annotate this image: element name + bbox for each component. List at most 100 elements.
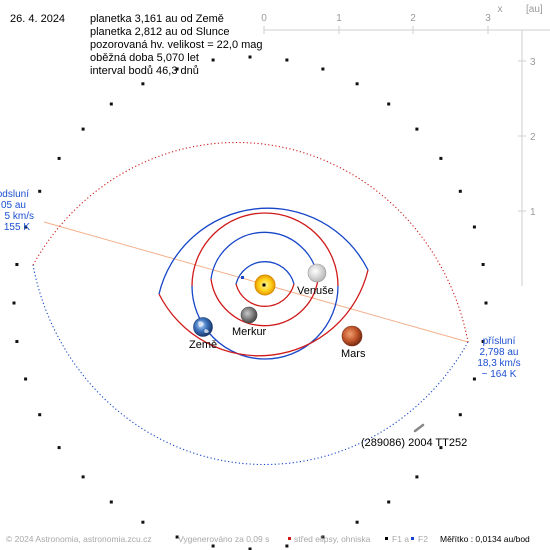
- footer-legend-center: střed elipsy, ohniska: [294, 534, 371, 544]
- y-label-1: 1: [530, 207, 536, 218]
- orbit-position-dot: [248, 547, 252, 550]
- venus-orbit-lower: [210, 278, 319, 327]
- unit-label: [au]: [526, 4, 543, 15]
- info-magnitude: pozorovaná hv. velikost = 22,0 mag: [90, 39, 263, 51]
- orbit-position-dot: [109, 102, 113, 106]
- orbit-position-dot: [211, 58, 215, 62]
- orbit-position-dot: [355, 520, 359, 524]
- footer-generated: Vygenerováno za 0,09 s: [178, 534, 269, 544]
- perihelion-distance: 2,798 au: [480, 347, 519, 358]
- orbit-position-dot: [321, 67, 325, 71]
- orbit-position-dot: [439, 446, 443, 450]
- x-label-2: 2: [410, 13, 416, 24]
- footer-copyright: © 2024 Astronomia, astronomia.zcu.cz: [6, 534, 152, 544]
- orbit-position-dot: [285, 58, 289, 62]
- info-point-interval: interval bodů 46,3 dnů: [90, 65, 199, 77]
- orbit-position-dot: [12, 301, 16, 305]
- orbit-position-dot: [439, 156, 443, 160]
- orbit-position-dot: [481, 263, 485, 266]
- aphelion-distance: 05 au: [1, 200, 26, 211]
- orbit-position-dot: [472, 377, 476, 381]
- orbit-position-dot: [484, 301, 488, 305]
- perihelion-speed: 18,3 km/s: [477, 358, 520, 369]
- orbit-position-dot: [175, 535, 179, 539]
- earth: Země: [189, 317, 217, 351]
- info-sun-distance: planetka 2,812 au od Slunce: [90, 26, 229, 38]
- footer-legend-f2: F2: [418, 534, 428, 544]
- legend-f2-marker: [411, 537, 414, 540]
- info-earth-distance: planetka 3,161 au od Země: [90, 13, 224, 25]
- sun-focus-marker: [262, 283, 266, 287]
- aphelion-temperature: 155 K: [4, 222, 30, 233]
- orbit-position-dot: [15, 263, 19, 266]
- venus-icon: [307, 263, 327, 283]
- orbit-position-dot: [415, 475, 419, 479]
- earth-icon: [193, 317, 213, 337]
- asteroid-label: (289086) 2004 TT252: [361, 437, 467, 449]
- mars-label: Mars: [341, 348, 366, 360]
- orbit-position-dot: [109, 500, 113, 504]
- info-orbital-period: oběžná doba 5,070 let: [90, 52, 199, 64]
- x-label-3: 3: [485, 13, 491, 24]
- orbit-position-dot: [57, 446, 61, 450]
- earth-orbit-upper: [191, 212, 339, 287]
- info-block: 26. 4. 2024 planetka 3,161 au od Země pl…: [10, 13, 263, 77]
- legend-f1-marker: [385, 537, 388, 540]
- mercury: Merkur: [232, 306, 267, 338]
- footer-legend-f1: F1 a: [392, 534, 409, 544]
- asteroid: (289086) 2004 TT252: [361, 423, 467, 449]
- orbit-position-dot: [415, 127, 419, 131]
- orbit-position-dot: [285, 544, 289, 548]
- footer: © 2024 Astronomia, astronomia.zcu.cz Vyg…: [6, 534, 530, 544]
- orbit-position-dot: [458, 413, 462, 417]
- x-label-0: 0: [261, 13, 267, 24]
- mercury-label: Merkur: [232, 326, 267, 338]
- orbit-position-dot: [24, 225, 28, 229]
- orbit-position-dot: [472, 225, 476, 229]
- x-label-1: 1: [336, 13, 342, 24]
- aphelion-info: odsluní 05 au 5 km/s 155 K: [0, 189, 34, 233]
- perihelion-title: přísluní: [483, 336, 516, 347]
- asteroid-orbit-south: [32, 264, 469, 466]
- mars-icon: [341, 325, 363, 347]
- orbit-position-dot: [321, 535, 325, 539]
- orbit-position-dot: [211, 544, 215, 548]
- orbit-position-dot: [481, 340, 485, 343]
- mercury-orbit-lower: [235, 283, 295, 307]
- orbit-position-dot: [15, 340, 19, 343]
- x-axis-unit: x: [498, 4, 503, 15]
- date-label: 26. 4. 2024: [10, 13, 65, 25]
- orbit-position-dot: [24, 377, 28, 381]
- orbit-position-dot: [141, 520, 145, 524]
- perihelion-temperature: ~ 164 K: [482, 369, 517, 380]
- mars-orbit-upper: [158, 207, 369, 295]
- venus: Venuše: [297, 263, 334, 297]
- y-label-2: 2: [530, 132, 536, 143]
- legend-center-marker: [288, 537, 291, 540]
- asteroid-orbit: [12, 55, 488, 550]
- orbit-position-dot: [387, 500, 391, 504]
- mercury-orbit-upper: [235, 261, 295, 285]
- orbit-position-dot: [458, 189, 462, 193]
- earth-label: Země: [189, 339, 217, 351]
- venus-label: Venuše: [297, 285, 334, 297]
- orbit-position-dot: [141, 82, 145, 86]
- footer-scale: Měřítko : 0,0134 au/bod: [440, 534, 530, 544]
- aphelion-speed: 5 km/s: [5, 211, 34, 222]
- venus-orbit-upper: [210, 231, 319, 280]
- orbit-position-dots: [12, 55, 488, 550]
- orbit-position-dot: [248, 55, 252, 59]
- orbit-position-dot: [387, 102, 391, 106]
- mars-orbit-lower: [158, 269, 369, 357]
- asteroid-orbit-north: [32, 141, 469, 343]
- orbit-position-dot: [355, 82, 359, 86]
- aphelion-title: odsluní: [0, 189, 29, 200]
- ellipse-focus-f2: [241, 276, 244, 279]
- orbit-position-dot: [81, 475, 85, 479]
- perihelion-info: přísluní 2,798 au 18,3 km/s ~ 164 K: [477, 336, 520, 380]
- orbit-position-dot: [38, 413, 42, 417]
- asteroid-icon: [413, 423, 425, 433]
- axes: 0 1 2 3 x [au] 1 2 3: [261, 4, 550, 286]
- planet-orbits: [158, 207, 369, 360]
